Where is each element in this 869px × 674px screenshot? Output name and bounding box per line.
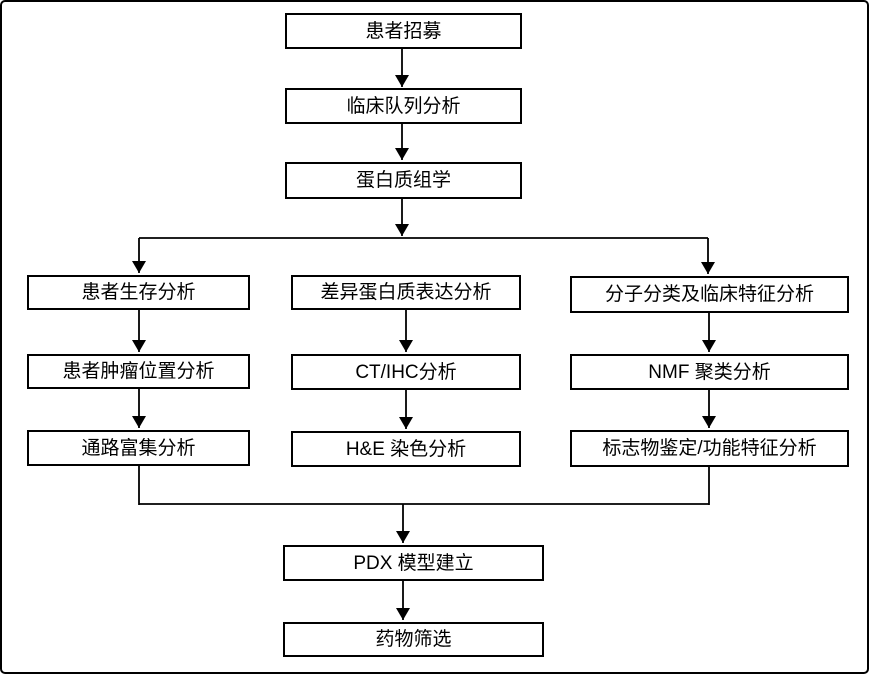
node-proteomics: 蛋白质组学 <box>285 162 522 199</box>
node-drug-screening: 药物筛选 <box>283 622 544 657</box>
node-clinical-cohort-analysis: 临床队列分析 <box>285 88 522 124</box>
node-marker-identification-functional-features: 标志物鉴定/功能特征分析 <box>570 430 849 467</box>
node-pathway-enrichment-analysis: 通路富集分析 <box>27 430 250 466</box>
node-pdx-model-establishment: PDX 模型建立 <box>283 545 544 581</box>
node-he-staining-analysis: H&E 染色分析 <box>291 431 521 467</box>
node-ct-ihc-analysis: CT/IHC分析 <box>291 354 521 390</box>
node-patient-survival-analysis: 患者生存分析 <box>27 275 250 310</box>
node-patient-recruitment: 患者招募 <box>285 13 522 49</box>
node-differential-protein-expression-analysis: 差异蛋白质表达分析 <box>291 275 521 310</box>
node-nmf-clustering-analysis: NMF 聚类分析 <box>570 354 849 390</box>
node-patient-tumor-location-analysis: 患者肿瘤位置分析 <box>27 354 250 389</box>
node-molecular-classification-clinical-features: 分子分类及临床特征分析 <box>570 276 849 313</box>
